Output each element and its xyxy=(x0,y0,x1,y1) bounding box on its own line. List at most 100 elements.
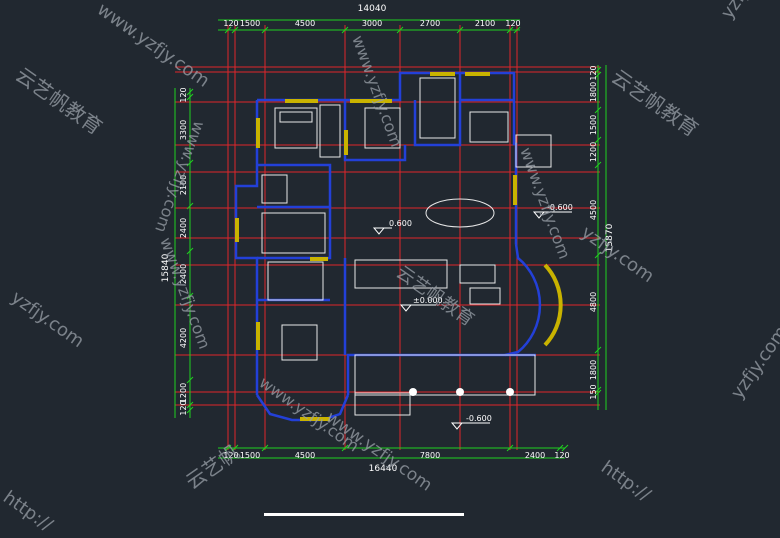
dimension-tick xyxy=(186,247,194,255)
dimension-tick xyxy=(513,26,521,34)
bottom-segment-dimension: 120 xyxy=(554,451,569,460)
dimension-tick xyxy=(186,93,194,101)
dining-table xyxy=(425,198,495,228)
top-segment-dimension: 3000 xyxy=(362,19,382,28)
dimension-tick xyxy=(186,202,194,210)
left-segment-dimension: 4200 xyxy=(179,328,188,348)
fixtures xyxy=(261,77,552,416)
entry-steps xyxy=(354,392,411,416)
level-marker-entry-lower xyxy=(450,422,490,430)
level-label-living: ±0.000 xyxy=(413,296,443,305)
upper-bath-fixture xyxy=(419,77,456,139)
dimension-tick xyxy=(231,444,239,452)
sofa xyxy=(469,287,501,305)
dimension-tick xyxy=(261,444,269,452)
dimension-tick xyxy=(396,26,404,34)
left-segment-dimension: 3300 xyxy=(179,120,188,140)
level-marker-living xyxy=(399,304,436,312)
dimension-tick xyxy=(594,251,602,259)
left-segment-dimension: 120 xyxy=(179,87,188,102)
exterior-steps xyxy=(515,134,552,168)
dimension-tick xyxy=(506,444,514,452)
dimension-tick xyxy=(231,26,239,34)
bottom-segment-dimension: 4500 xyxy=(295,451,315,460)
dimension-tick xyxy=(561,444,569,452)
bed-pillow xyxy=(279,111,313,123)
column-3 xyxy=(506,388,514,396)
column-1 xyxy=(409,388,417,396)
right-segment-dimension: 1800 xyxy=(589,82,598,102)
left-segment-dimension: 2100 xyxy=(179,175,188,195)
right-segment-dimension: 4800 xyxy=(589,292,598,312)
dimension-tick xyxy=(594,161,602,169)
counter xyxy=(364,107,401,149)
dimension-tick xyxy=(594,71,602,79)
dimension-tick xyxy=(341,26,349,34)
upper-wc-fixture xyxy=(469,111,509,143)
level-marker-entry-upper xyxy=(532,211,572,219)
inner-wall-bath xyxy=(257,163,332,207)
left-segment-dimension: 1200 xyxy=(179,383,188,403)
level-label-entry-upper: -0.600 xyxy=(547,203,573,212)
stair-block xyxy=(261,212,326,254)
tv-cabinet xyxy=(459,264,496,284)
right-total-dimension: 15870 xyxy=(605,223,615,252)
living-steps xyxy=(354,259,448,289)
dimension-tick xyxy=(456,26,464,34)
dimension-tick xyxy=(594,389,602,397)
windows xyxy=(235,72,563,421)
dimension-tick xyxy=(261,26,269,34)
top-segment-dimension: 4500 xyxy=(295,19,315,28)
top-segment-dimension: 120 xyxy=(505,19,520,28)
dimension-tick xyxy=(186,406,194,414)
dimension-tick xyxy=(186,401,194,409)
bottom-segment-dimension: 7800 xyxy=(420,451,440,460)
dimension-tick xyxy=(594,136,602,144)
top-total-dimension: 14040 xyxy=(358,4,387,14)
right-segment-dimension: 1500 xyxy=(589,115,598,135)
wardrobe xyxy=(319,104,341,158)
dimension-tick xyxy=(186,88,194,96)
scrollbar-underline xyxy=(264,513,464,516)
top-segment-dimension: 120 xyxy=(223,19,238,28)
level-marker-dining xyxy=(372,227,392,235)
dimension-tick xyxy=(186,376,194,384)
right-segment-dimension: 150 xyxy=(589,384,598,399)
bath-fixture xyxy=(267,261,324,301)
dimension-tick xyxy=(594,386,602,394)
level-label-dining: 0.600 xyxy=(389,219,412,228)
right-segment-dimension: 120 xyxy=(589,65,598,80)
bathtub xyxy=(261,174,288,204)
inner-wall-upper-baths xyxy=(413,73,462,147)
dimension-tick xyxy=(224,444,232,452)
bottom-segment-dimension: 1500 xyxy=(240,451,260,460)
dimension-tick xyxy=(594,106,602,114)
dimension-tick xyxy=(224,26,232,34)
level-label-entry-lower: -0.600 xyxy=(466,414,492,423)
left-segment-dimension: 2400 xyxy=(179,218,188,238)
dimension-tick xyxy=(506,26,514,34)
level-markers xyxy=(372,211,572,430)
right-segment-dimension: 4500 xyxy=(589,200,598,220)
bottom-total-dimension: 16440 xyxy=(369,464,398,474)
dimension-tick xyxy=(594,346,602,354)
dimension-tick xyxy=(186,159,194,167)
dimension-tick xyxy=(594,66,602,74)
bed-lower xyxy=(281,324,318,361)
column-2 xyxy=(456,388,464,396)
dimension-tick xyxy=(556,444,564,452)
entry-terrace xyxy=(354,354,536,396)
right-segment-dimension: 1800 xyxy=(589,360,598,380)
left-total-dimension: 15840 xyxy=(161,253,171,282)
bottom-segment-dimension: 2400 xyxy=(525,451,545,460)
terrace-columns xyxy=(409,388,514,396)
bottom-segment-dimension: 120 xyxy=(223,451,238,460)
dimension-tick xyxy=(341,444,349,452)
top-segment-dimension: 2100 xyxy=(475,19,495,28)
dimension-lines xyxy=(174,19,607,459)
window-curved xyxy=(543,263,563,347)
